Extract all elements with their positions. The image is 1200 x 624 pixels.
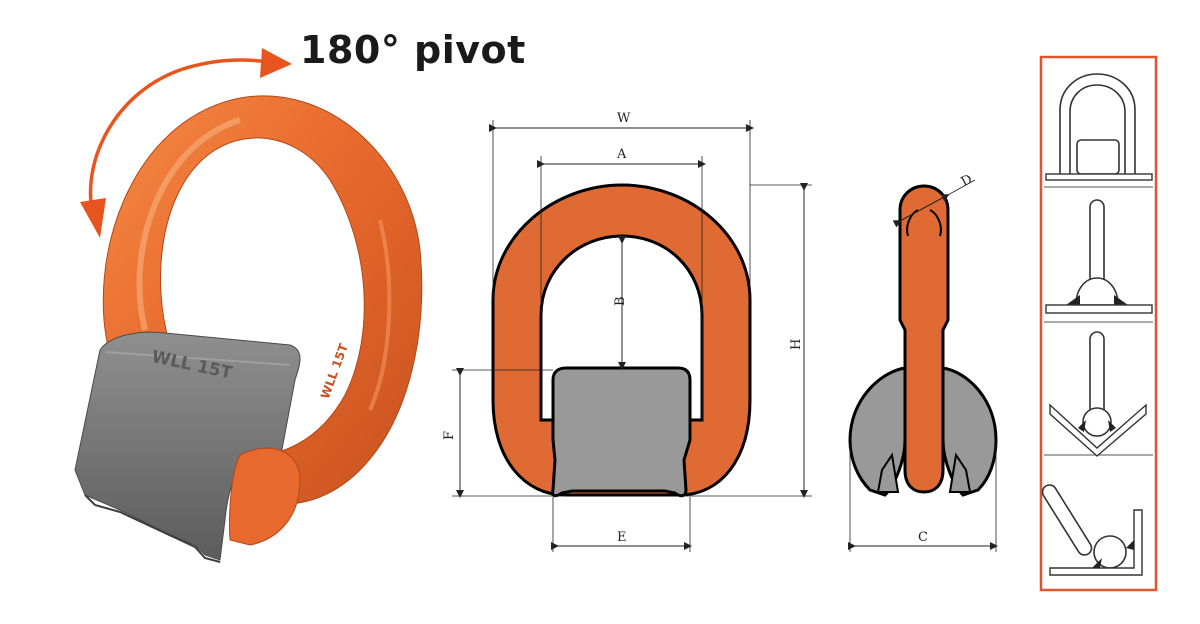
usage-positions-panel [1039,55,1158,592]
dim-label-c: C [918,530,928,545]
pivot-arrow [80,48,292,238]
usage-angled-corner [1041,484,1143,576]
usage-vertical-fillet [1045,199,1153,314]
dim-label-e: E [617,530,627,545]
side-view-drawing: D C [848,172,998,552]
product-render: WLL 15T WLL 15T [74,48,423,563]
side-view-ring [898,184,950,494]
dim-label-a: A [616,147,627,162]
front-view-drawing: W A B H F E [442,111,812,552]
dim-label-f: F [442,431,457,440]
pivot-label: 180° pivot [300,28,526,72]
dim-label-w: W [617,111,631,126]
dim-label-b: B [613,296,628,306]
front-view-casting [551,366,692,498]
dim-label-h: H [789,339,804,350]
usage-loop-flat [1045,73,1153,181]
usage-v-groove [1049,331,1147,457]
